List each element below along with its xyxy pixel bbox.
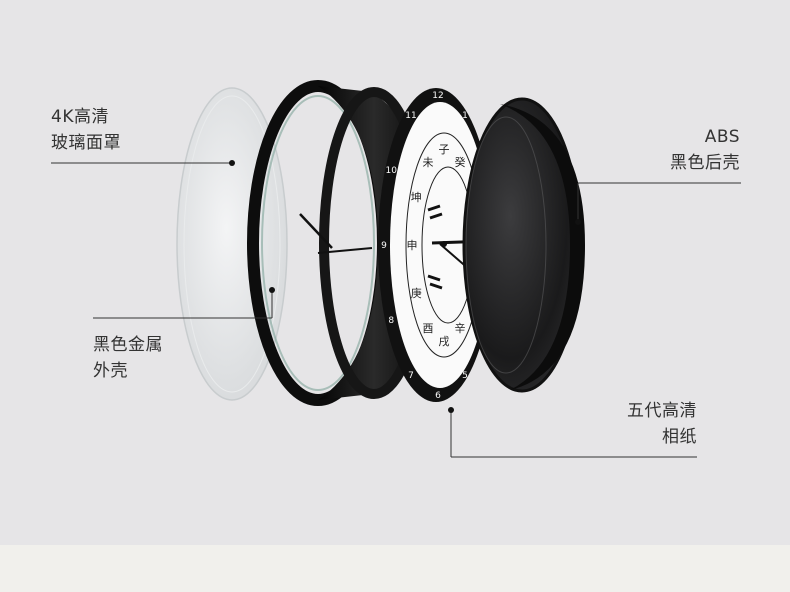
dial-number: 9: [381, 241, 387, 251]
dial-number: 6: [435, 391, 441, 401]
dial-number: 12: [432, 91, 443, 101]
abs-back-shell: [462, 97, 585, 393]
abs-label-line1: ABS: [704, 127, 740, 147]
dial-number: 7: [408, 371, 414, 381]
metal-frame-label: 黑色金属 外壳: [93, 332, 163, 384]
exploded-clock-illustration: 121234567891011 子癸乾亥壬辛戌酉庚申坤未: [51, 80, 741, 458]
dial-number: 11: [405, 111, 416, 121]
dial-number: 1: [462, 111, 468, 121]
paper-label-line2: 相纸: [662, 427, 697, 447]
paper-label-line1: 五代高清: [627, 401, 697, 421]
dial-character: 坤: [411, 190, 422, 204]
leader-lines: [51, 160, 741, 458]
metal-label-line2: 外壳: [93, 361, 128, 381]
dial-character: 申: [407, 239, 418, 252]
product-stage: 121234567891011 子癸乾亥壬辛戌酉庚申坤未 4K高清 玻璃面: [51, 80, 741, 458]
abs-shell-label: ABS 黑色后壳: [670, 124, 740, 176]
dial-character: 未: [423, 156, 434, 169]
dial-character: 戌: [439, 335, 450, 348]
dial-character: 酉: [423, 322, 434, 335]
dial-number: 5: [462, 371, 468, 381]
dial-number: 10: [385, 166, 397, 176]
dial-character: 辛: [455, 321, 466, 335]
glass-label-line1: 4K高清: [51, 107, 109, 127]
clock-dial: 121234567891011 子癸乾亥壬辛戌酉庚申坤未: [378, 88, 495, 402]
dial-character: 庚: [411, 286, 422, 300]
photo-paper-label: 五代高清 相纸: [627, 398, 697, 450]
dial-character: 癸: [455, 155, 466, 169]
metal-label-line1: 黑色金属: [93, 335, 163, 355]
glass-label-line2: 玻璃面罩: [51, 133, 121, 153]
dial-character: 子: [439, 143, 450, 156]
footer-band: [0, 545, 790, 592]
glass-cover-label: 4K高清 玻璃面罩: [51, 104, 121, 156]
abs-label-line2: 黑色后壳: [670, 153, 740, 173]
dial-number: 8: [388, 316, 394, 326]
